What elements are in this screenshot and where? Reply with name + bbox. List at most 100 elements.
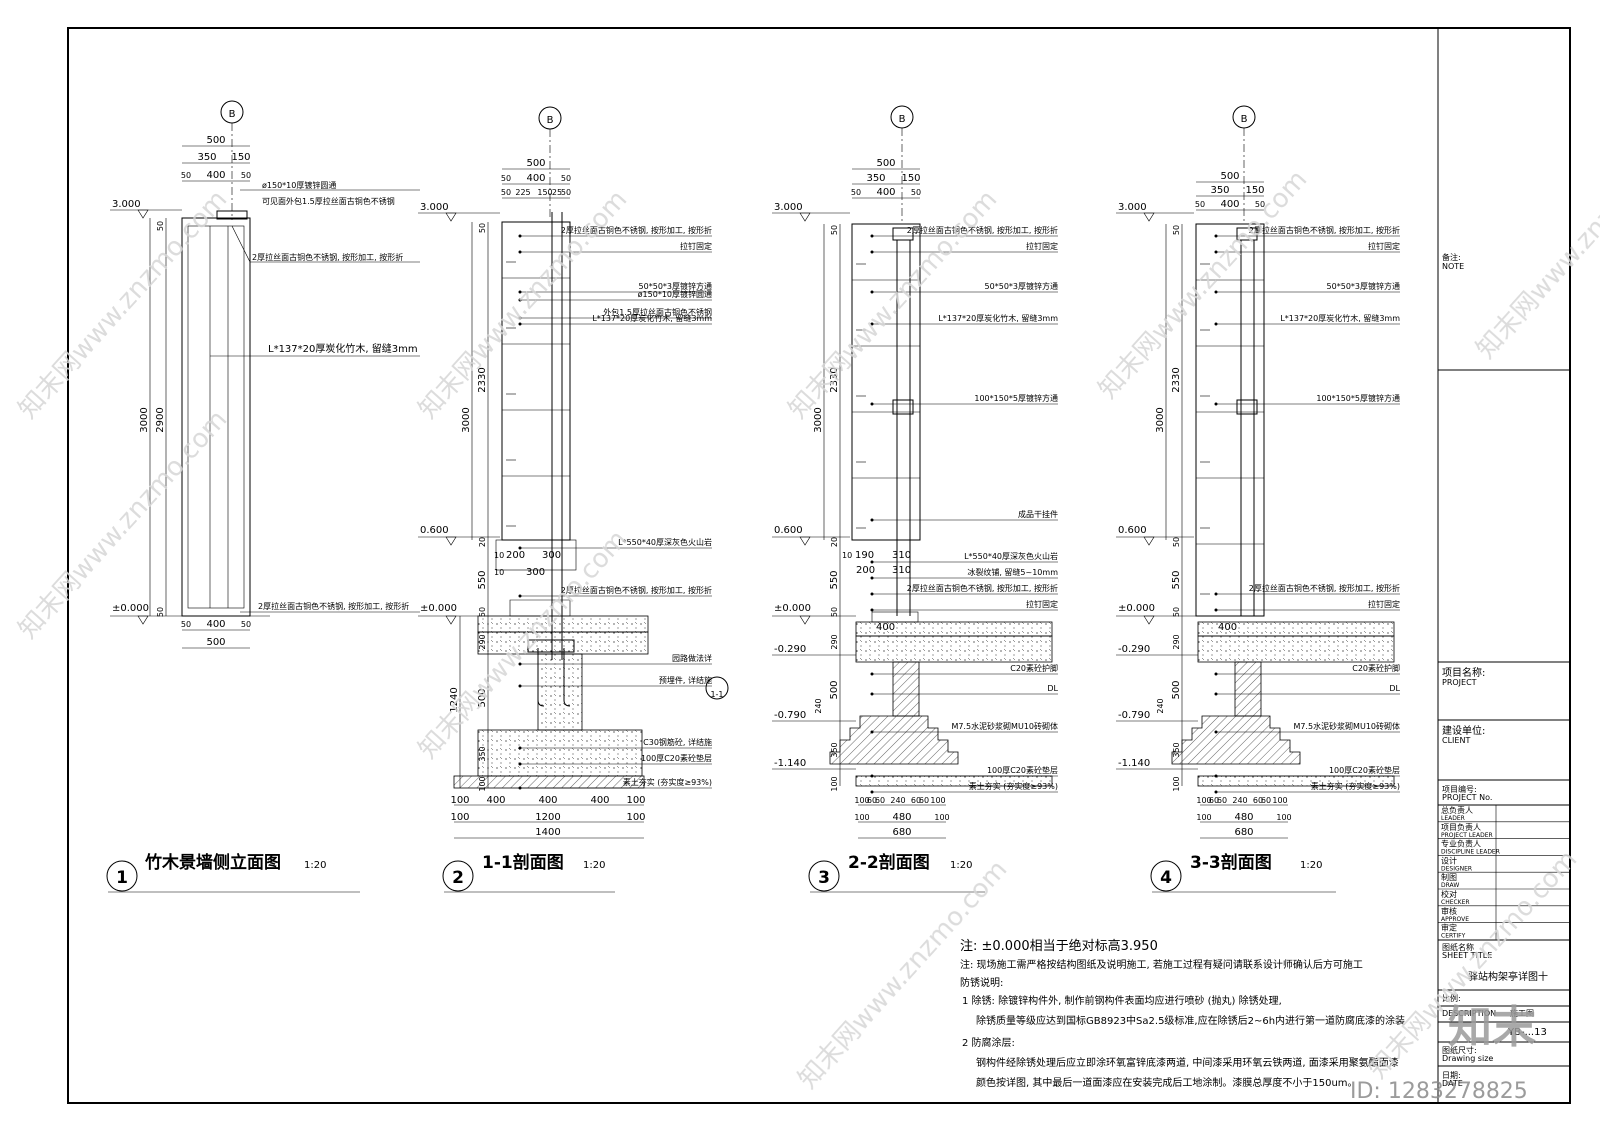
dim: 60 — [1209, 796, 1219, 805]
dim: 50 — [1195, 200, 1205, 209]
dim: 500 — [206, 637, 225, 648]
note: 素土夯实 (夯实度≥93%) — [969, 781, 1058, 791]
level: -0.790 — [774, 710, 806, 721]
drawing-section-3-3: B 500 350 150 50 400 50 3.000 0.600 ±0.0… — [1116, 105, 1401, 893]
dim: 50 — [478, 607, 487, 617]
note: C30钢筋砼, 详结施 — [643, 737, 712, 747]
note: 2厚拉丝面古铜色不锈钢, 按形加工, 按形折 — [561, 225, 712, 235]
dim: 400 — [1218, 622, 1237, 633]
dim: 300 — [526, 567, 545, 578]
tb-role-cn: 专业负责人 — [1441, 839, 1481, 849]
note: DL — [1047, 684, 1058, 693]
dim: 150 — [537, 188, 552, 197]
note: L*550*40厚深灰色火山岩 — [964, 551, 1058, 561]
dim: 550 — [477, 570, 488, 589]
dim: 400 — [526, 173, 545, 184]
tb-description-en: DESCRIPTION — [1442, 1009, 1496, 1018]
tb-role-cn: 项目负责人 — [1441, 822, 1481, 832]
dim: 310 — [892, 550, 911, 561]
dim: 480 — [1234, 812, 1253, 823]
dim: 10 — [494, 551, 504, 560]
dim: 50 — [478, 223, 487, 233]
note-line: 注: 现场施工需严格按结构图纸及说明施工, 若施工过程有疑问请联系设计师确认后方… — [960, 958, 1363, 971]
dim: 500 — [526, 158, 545, 169]
watermark-text: 知末网www.znzmo.com — [13, 185, 233, 425]
level: 0.600 — [774, 525, 803, 536]
note: 50*50*3厚镀锌方通 — [985, 281, 1058, 291]
note: 100*150*5厚镀锌方通 — [1316, 393, 1400, 403]
dim: 2900 — [155, 407, 166, 432]
dim: 200 — [856, 565, 875, 576]
dim: 680 — [892, 827, 911, 838]
level: 3.000 — [112, 199, 141, 210]
tb-note-cn: 备注: — [1442, 252, 1461, 262]
note: 2厚拉丝面古铜色不锈钢, 按形加工, 按形折 — [561, 585, 712, 595]
note: 2厚拉丝面古铜色不锈钢, 按形加工, 按形折 — [1249, 225, 1400, 235]
dim: 400 — [876, 622, 895, 633]
dim: 50 — [851, 188, 861, 197]
grid-label: B — [1241, 114, 1248, 125]
dim: 100 — [930, 796, 945, 805]
level: 0.600 — [1118, 525, 1147, 536]
note: 可见面外包1.5厚拉丝面古铜色不锈钢 — [262, 196, 395, 206]
note-line: 注: ±0.000相当于绝对标高3.950 — [960, 938, 1158, 954]
dim: 100 — [626, 812, 645, 823]
tb-role-en: DESIGNER — [1441, 865, 1472, 872]
dim: 1240 — [449, 687, 460, 712]
dim: 400 — [590, 795, 609, 806]
dim: 350 — [830, 742, 839, 757]
dim: 300 — [542, 550, 561, 561]
tb-role-en: LEADER — [1441, 815, 1465, 822]
note: 拉钉固定 — [680, 241, 712, 251]
dim: 3000 — [813, 407, 824, 432]
level: -0.790 — [1118, 710, 1150, 721]
level: -0.290 — [774, 644, 806, 655]
dim: 240 — [1232, 796, 1247, 805]
dim: 50 — [156, 221, 165, 231]
note: 预埋件, 详结施 — [659, 675, 712, 685]
drawing-scale: 1:20 — [950, 860, 972, 871]
dim: 550 — [1171, 570, 1182, 589]
note: 素土夯实 (夯实度≥93%) — [1311, 781, 1400, 791]
note: M7.5水泥砂浆砌MU10砖砌体 — [951, 721, 1058, 731]
dim: 100 — [1172, 776, 1181, 791]
dim: 100 — [450, 812, 469, 823]
dim: 100 — [854, 813, 869, 822]
dim: 500 — [1171, 680, 1182, 699]
note-line: 除锈质量等级应达到国标GB8923中Sa2.5级标准,应在除锈后2~6h内进行第… — [976, 1014, 1405, 1027]
dim: 350 — [478, 746, 487, 761]
tb-sheet-title: 驿站构架亭详图十 — [1468, 970, 1548, 983]
dim: 60 — [911, 796, 921, 805]
dim: 350 — [197, 152, 216, 163]
tb-projno-en: PROJECT No. — [1442, 793, 1492, 802]
note-line: 钢构件经除锈处理后应立即涂环氧富锌底漆两道, 中间漆采用环氧云铁两道, 面漆采用… — [976, 1056, 1399, 1069]
grid-label: B — [229, 109, 236, 120]
dim: 400 — [486, 795, 505, 806]
drawing-scale: 1:20 — [583, 860, 605, 871]
note: L*137*20厚炭化竹木, 留缝3mm — [1280, 313, 1400, 323]
drawing-number: 2 — [452, 868, 464, 888]
dim: 400 — [206, 619, 225, 630]
dim: 3000 — [1155, 407, 1166, 432]
dim: 1200 — [535, 812, 560, 823]
dim: 150 — [1245, 185, 1264, 196]
dim: 350 — [1210, 185, 1229, 196]
note: M7.5水泥砂浆砌MU10砖砌体 — [1293, 721, 1400, 731]
dim: 480 — [892, 812, 911, 823]
dim: 2330 — [1171, 367, 1182, 392]
note: 拉钉固定 — [1368, 241, 1400, 251]
dim: 50 — [1172, 537, 1181, 547]
note: 园路做法详 — [672, 653, 712, 663]
level: ±0.000 — [1118, 603, 1155, 614]
note-line: 2 防腐涂层: — [962, 1036, 1015, 1049]
note: 冰裂纹铺, 留缝5~10mm — [967, 567, 1058, 577]
callout-label: 1-1 — [710, 690, 723, 699]
dim: 20 — [830, 537, 839, 547]
tb-sheet-no: YB-...13 — [1507, 1027, 1547, 1038]
level: -1.140 — [1118, 758, 1150, 769]
tb-role-cn: 总负责人 — [1441, 805, 1473, 815]
note: 100厚C20素砼垫层 — [641, 753, 712, 763]
dim: 60 — [1261, 796, 1271, 805]
